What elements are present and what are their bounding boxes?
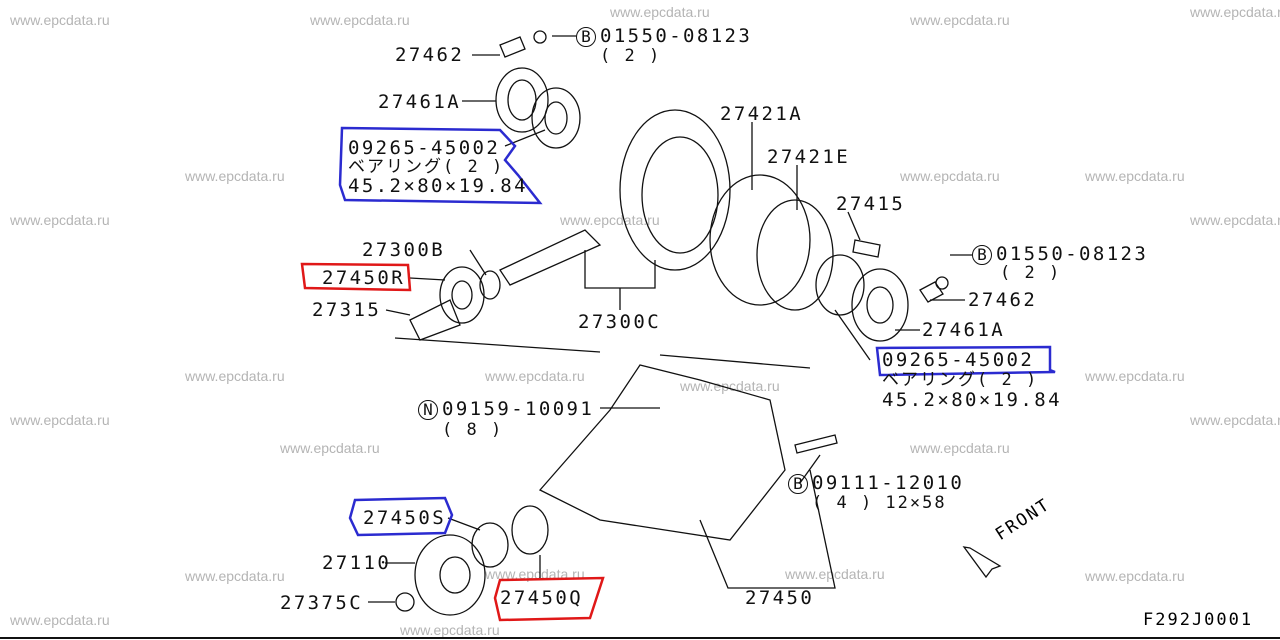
watermark: www.epcdata.ru xyxy=(1190,4,1280,20)
watermark: www.epcdata.ru xyxy=(560,212,660,228)
qty-label: ( 2 ) xyxy=(1000,263,1062,283)
part-label: 27462 xyxy=(395,44,465,66)
qty-label: ( 2 ) xyxy=(600,46,662,66)
part-name: ベアリング( 2 ) xyxy=(882,370,1039,390)
watermark: www.epcdata.ru xyxy=(185,368,285,384)
part-name: ベアリング( 2 ) xyxy=(348,157,505,177)
part-label: 27450S xyxy=(363,507,447,529)
watermark: www.epcdata.ru xyxy=(1190,212,1280,228)
part-label: 09265-45002 xyxy=(348,137,501,159)
part-label: 09159-10091 xyxy=(442,398,595,420)
b-mark-icon: B xyxy=(788,474,808,494)
qty-label: ( 8 ) xyxy=(442,420,504,440)
highlight-27450S xyxy=(348,496,454,537)
part-label: 27450Q xyxy=(500,587,584,609)
watermark: www.epcdata.ru xyxy=(280,440,380,456)
watermark: www.epcdata.ru xyxy=(485,368,585,384)
part-label: 09265-45002 xyxy=(882,349,1035,371)
watermark: www.epcdata.ru xyxy=(10,412,110,428)
part-label: 27461A xyxy=(378,91,462,113)
n-mark-icon: N xyxy=(418,400,438,420)
part-label: 27300B xyxy=(362,239,446,261)
watermark: www.epcdata.ru xyxy=(1085,168,1185,184)
part-label: 09111-12010 xyxy=(812,472,965,494)
watermark: www.epcdata.ru xyxy=(310,12,410,28)
part-label: 27462 xyxy=(968,289,1038,311)
watermark: www.epcdata.ru xyxy=(1190,412,1280,428)
leader-lines xyxy=(368,35,972,603)
part-label: 01550-08123 xyxy=(600,25,753,47)
watermark: www.epcdata.ru xyxy=(610,4,710,20)
part-label: 27110 xyxy=(322,552,392,574)
watermark: www.epcdata.ru xyxy=(10,612,110,628)
parts-outline xyxy=(395,30,1002,616)
watermark: www.epcdata.ru xyxy=(10,12,110,28)
part-label: 27421E xyxy=(767,146,851,168)
part-size: 45.2×80×19.84 xyxy=(348,175,528,197)
b-mark-icon: B xyxy=(972,245,992,265)
part-label: 27315 xyxy=(312,299,382,321)
b-mark-icon: B xyxy=(576,27,596,47)
watermark: www.epcdata.ru xyxy=(10,212,110,228)
highlight-bearing-top xyxy=(338,126,543,205)
watermark: www.epcdata.ru xyxy=(785,566,885,582)
watermark: www.epcdata.ru xyxy=(400,622,500,638)
part-label: 27450 xyxy=(745,587,815,609)
watermark: www.epcdata.ru xyxy=(900,168,1000,184)
part-label: 27375C xyxy=(280,592,364,614)
diagram-code: F292J0001 xyxy=(1143,610,1254,630)
highlight-27450Q xyxy=(493,576,605,622)
highlight-bearing-right xyxy=(875,345,1056,377)
watermark: www.epcdata.ru xyxy=(910,440,1010,456)
part-label: 27415 xyxy=(836,193,906,215)
part-label: 27421A xyxy=(720,103,804,125)
watermark: www.epcdata.ru xyxy=(1085,568,1185,584)
watermark: www.epcdata.ru xyxy=(1085,368,1185,384)
part-label: 27461A xyxy=(922,319,1006,341)
highlight-27450R xyxy=(300,262,412,292)
part-label: 27450R xyxy=(322,267,406,289)
part-label: 27300C xyxy=(578,311,662,333)
part-label: 01550-08123 xyxy=(996,243,1149,265)
watermark: www.epcdata.ru xyxy=(910,12,1010,28)
qty-label: ( 4 ) 12×58 xyxy=(812,493,947,513)
watermark: www.epcdata.ru xyxy=(185,568,285,584)
part-size: 45.2×80×19.84 xyxy=(882,389,1062,411)
watermark: www.epcdata.ru xyxy=(185,168,285,184)
